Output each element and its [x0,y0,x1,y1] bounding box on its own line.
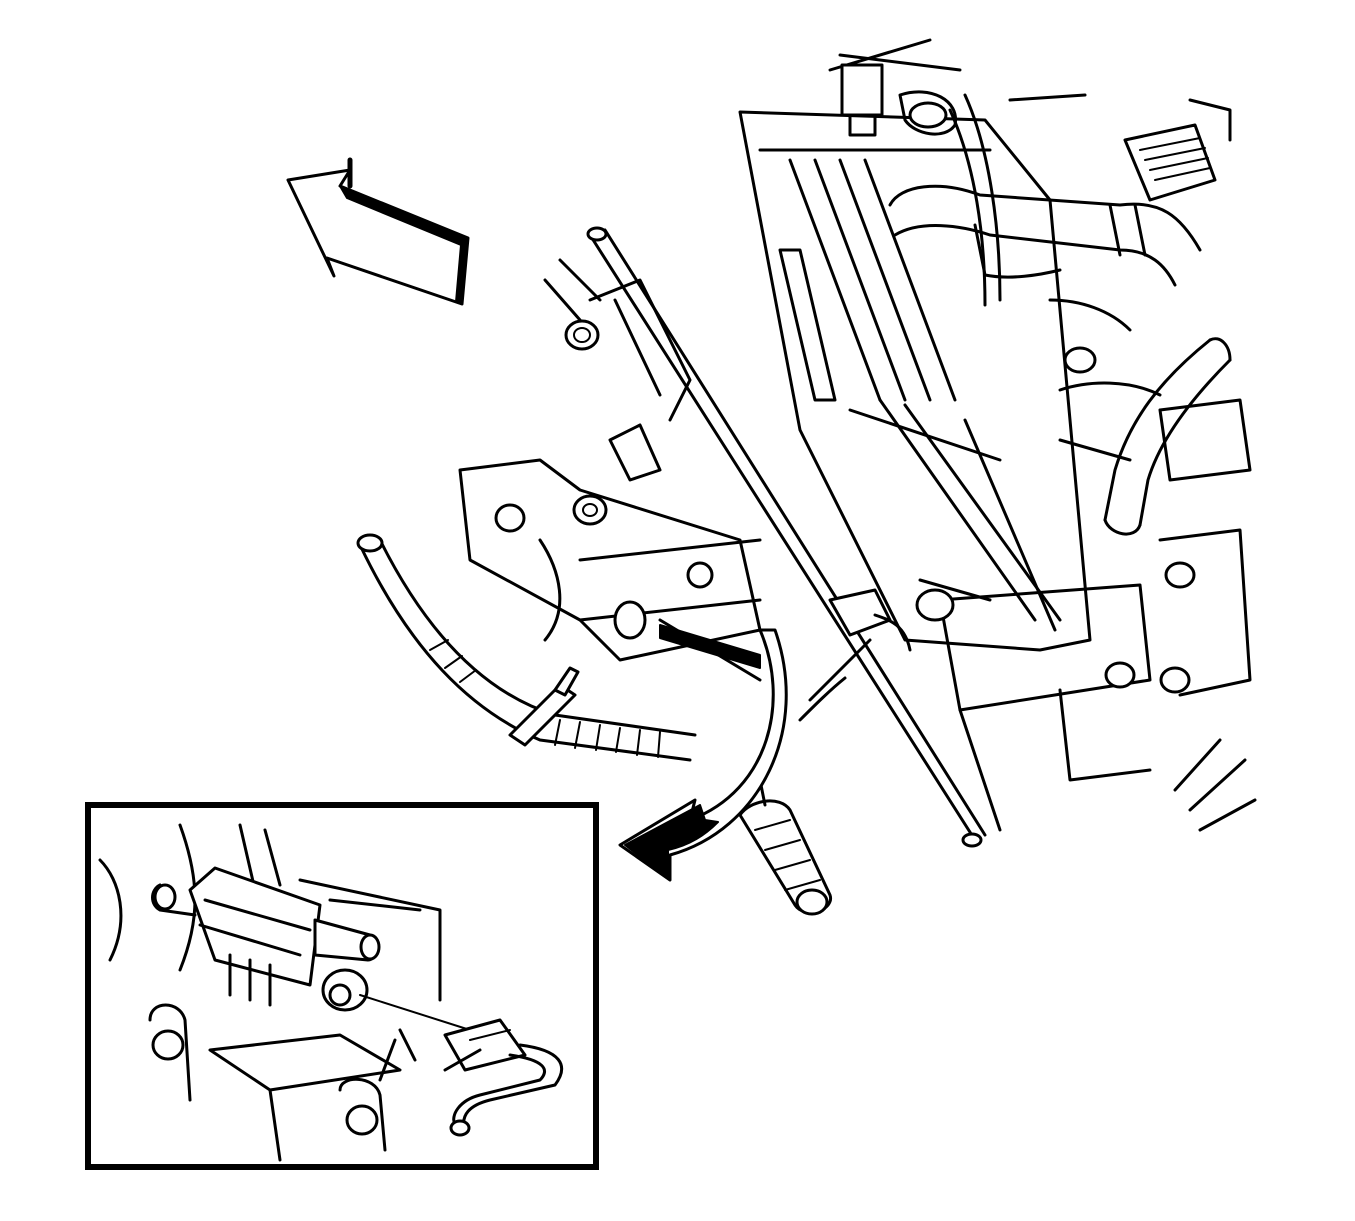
radiator-inlet-connector [840,63,957,137]
upper-radiator-hose [888,93,1202,307]
vent-solenoid [798,578,992,722]
direction-arrow-icon [286,157,470,306]
wiring-harness [356,533,697,762]
frame-crossmember [458,458,1257,832]
coolant-sensor [1123,98,1232,202]
lower-radiator-hose [1103,337,1232,536]
vent-hose [738,778,832,916]
callout-arrow-icon [618,628,788,882]
engine-bracket [543,258,692,482]
transmission-dipstick-tube [586,226,987,848]
detail-inset [85,802,599,1170]
fan-shroud [1048,298,1252,482]
radiator [738,38,1092,652]
